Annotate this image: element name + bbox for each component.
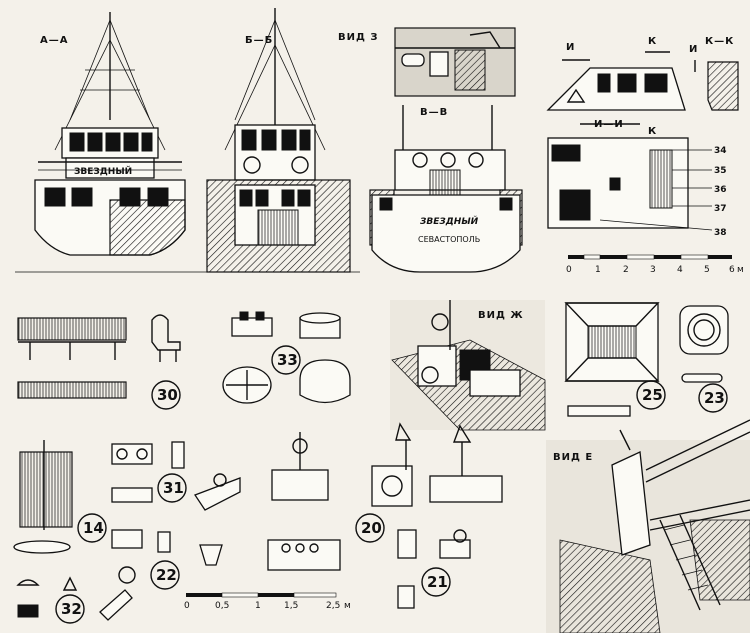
mark-k-1: К [648, 36, 657, 47]
scale-bottom-tick-25: 2,5 [326, 601, 340, 611]
scale-top-tick-3: 3 [650, 265, 656, 275]
boat-name-vv: ЗВЕЗДНЫЙ [420, 215, 479, 227]
part-21-fittings: 21 [397, 529, 471, 609]
part-number-36: 36 [714, 185, 727, 195]
part-31-bollards: 31 [111, 441, 241, 511]
part-33-hatches: 33 [222, 311, 351, 404]
part-number-23: 23 [704, 389, 725, 407]
scale-top-tick-1: 1 [595, 265, 601, 275]
scale-top-tick-6: 6 [729, 265, 735, 275]
part-25-skylight: 25 [564, 302, 666, 417]
part-20-winch: 20 [267, 422, 503, 571]
scale-top-tick-5: 5 [704, 265, 710, 275]
section-vv-label: В—В [420, 107, 448, 118]
scale-bottom-tick-0: 0 [184, 601, 190, 611]
scale-bottom-tick-15: 1,5 [284, 601, 298, 611]
scale-top-tick-0: 0 [566, 265, 572, 275]
scale-bottom-unit: м [344, 601, 351, 611]
view-e-label: ВИД Е [553, 452, 593, 463]
part-14-flag: 14 [13, 440, 107, 554]
part-number-35: 35 [714, 166, 727, 176]
part-number-31: 31 [163, 479, 184, 497]
part-number-14: 14 [83, 519, 104, 537]
view-zh-winch: ВИД Ж [390, 300, 546, 431]
part-number-22: 22 [156, 566, 177, 584]
section-aa-label: А—А [40, 35, 68, 46]
view-z-detail: ВИД З [338, 27, 516, 97]
section-vv-view: В—В ЗВЕЗДНЫЙ СЕВАСТОПОЛЬ [369, 105, 523, 273]
section-aa-view: А—А ЗВЕЗДНЫЙ [15, 12, 200, 273]
part-23-porthole: 23 [679, 305, 729, 413]
top-scale-bar: 0 1 2 3 4 5 6 м [566, 254, 744, 275]
scale-bottom-tick-1: 1 [255, 601, 261, 611]
section-ii-kk-view: И К И К—К И—И К 34 35 36 37 38 [546, 36, 744, 275]
scale-top-tick-2: 2 [623, 265, 629, 275]
part-number-32: 32 [61, 600, 82, 618]
part-number-34: 34 [714, 146, 727, 156]
bottom-scale-bar: 0 0,5 1 1,5 2,5 м [184, 592, 351, 611]
view-e-ladder: ВИД Е [546, 419, 750, 633]
part-22-cleats: 22 [111, 529, 223, 590]
scale-top-unit: м [737, 265, 744, 275]
boat-name-aa: ЗВЕЗДНЫЙ [74, 165, 132, 177]
mark-i-1: И [566, 42, 575, 53]
part-number-30: 30 [157, 386, 178, 404]
scale-bottom-tick-05: 0,5 [215, 601, 229, 611]
view-z-label: ВИД З [338, 32, 378, 43]
boat-port-vv: СЕВАСТОПОЛЬ [418, 235, 480, 244]
section-bb-label: Б—Б [245, 35, 273, 46]
part-number-21: 21 [427, 573, 448, 591]
scale-top-tick-4: 4 [677, 265, 683, 275]
view-zh-label: ВИД Ж [478, 310, 524, 321]
section-kk-label: К—К [705, 36, 734, 47]
part-number-33: 33 [277, 351, 298, 369]
part-number-38: 38 [714, 228, 727, 238]
part-number-20: 20 [361, 519, 382, 537]
part-32-fairleads: 32 [16, 576, 133, 624]
mark-i-2: И [689, 44, 698, 55]
mark-k-2: К [648, 126, 657, 137]
part-number-25: 25 [642, 386, 663, 404]
section-bb-view: Б—Б [200, 8, 360, 273]
part-number-37: 37 [714, 204, 727, 214]
part-30-bench: 30 [17, 314, 181, 410]
